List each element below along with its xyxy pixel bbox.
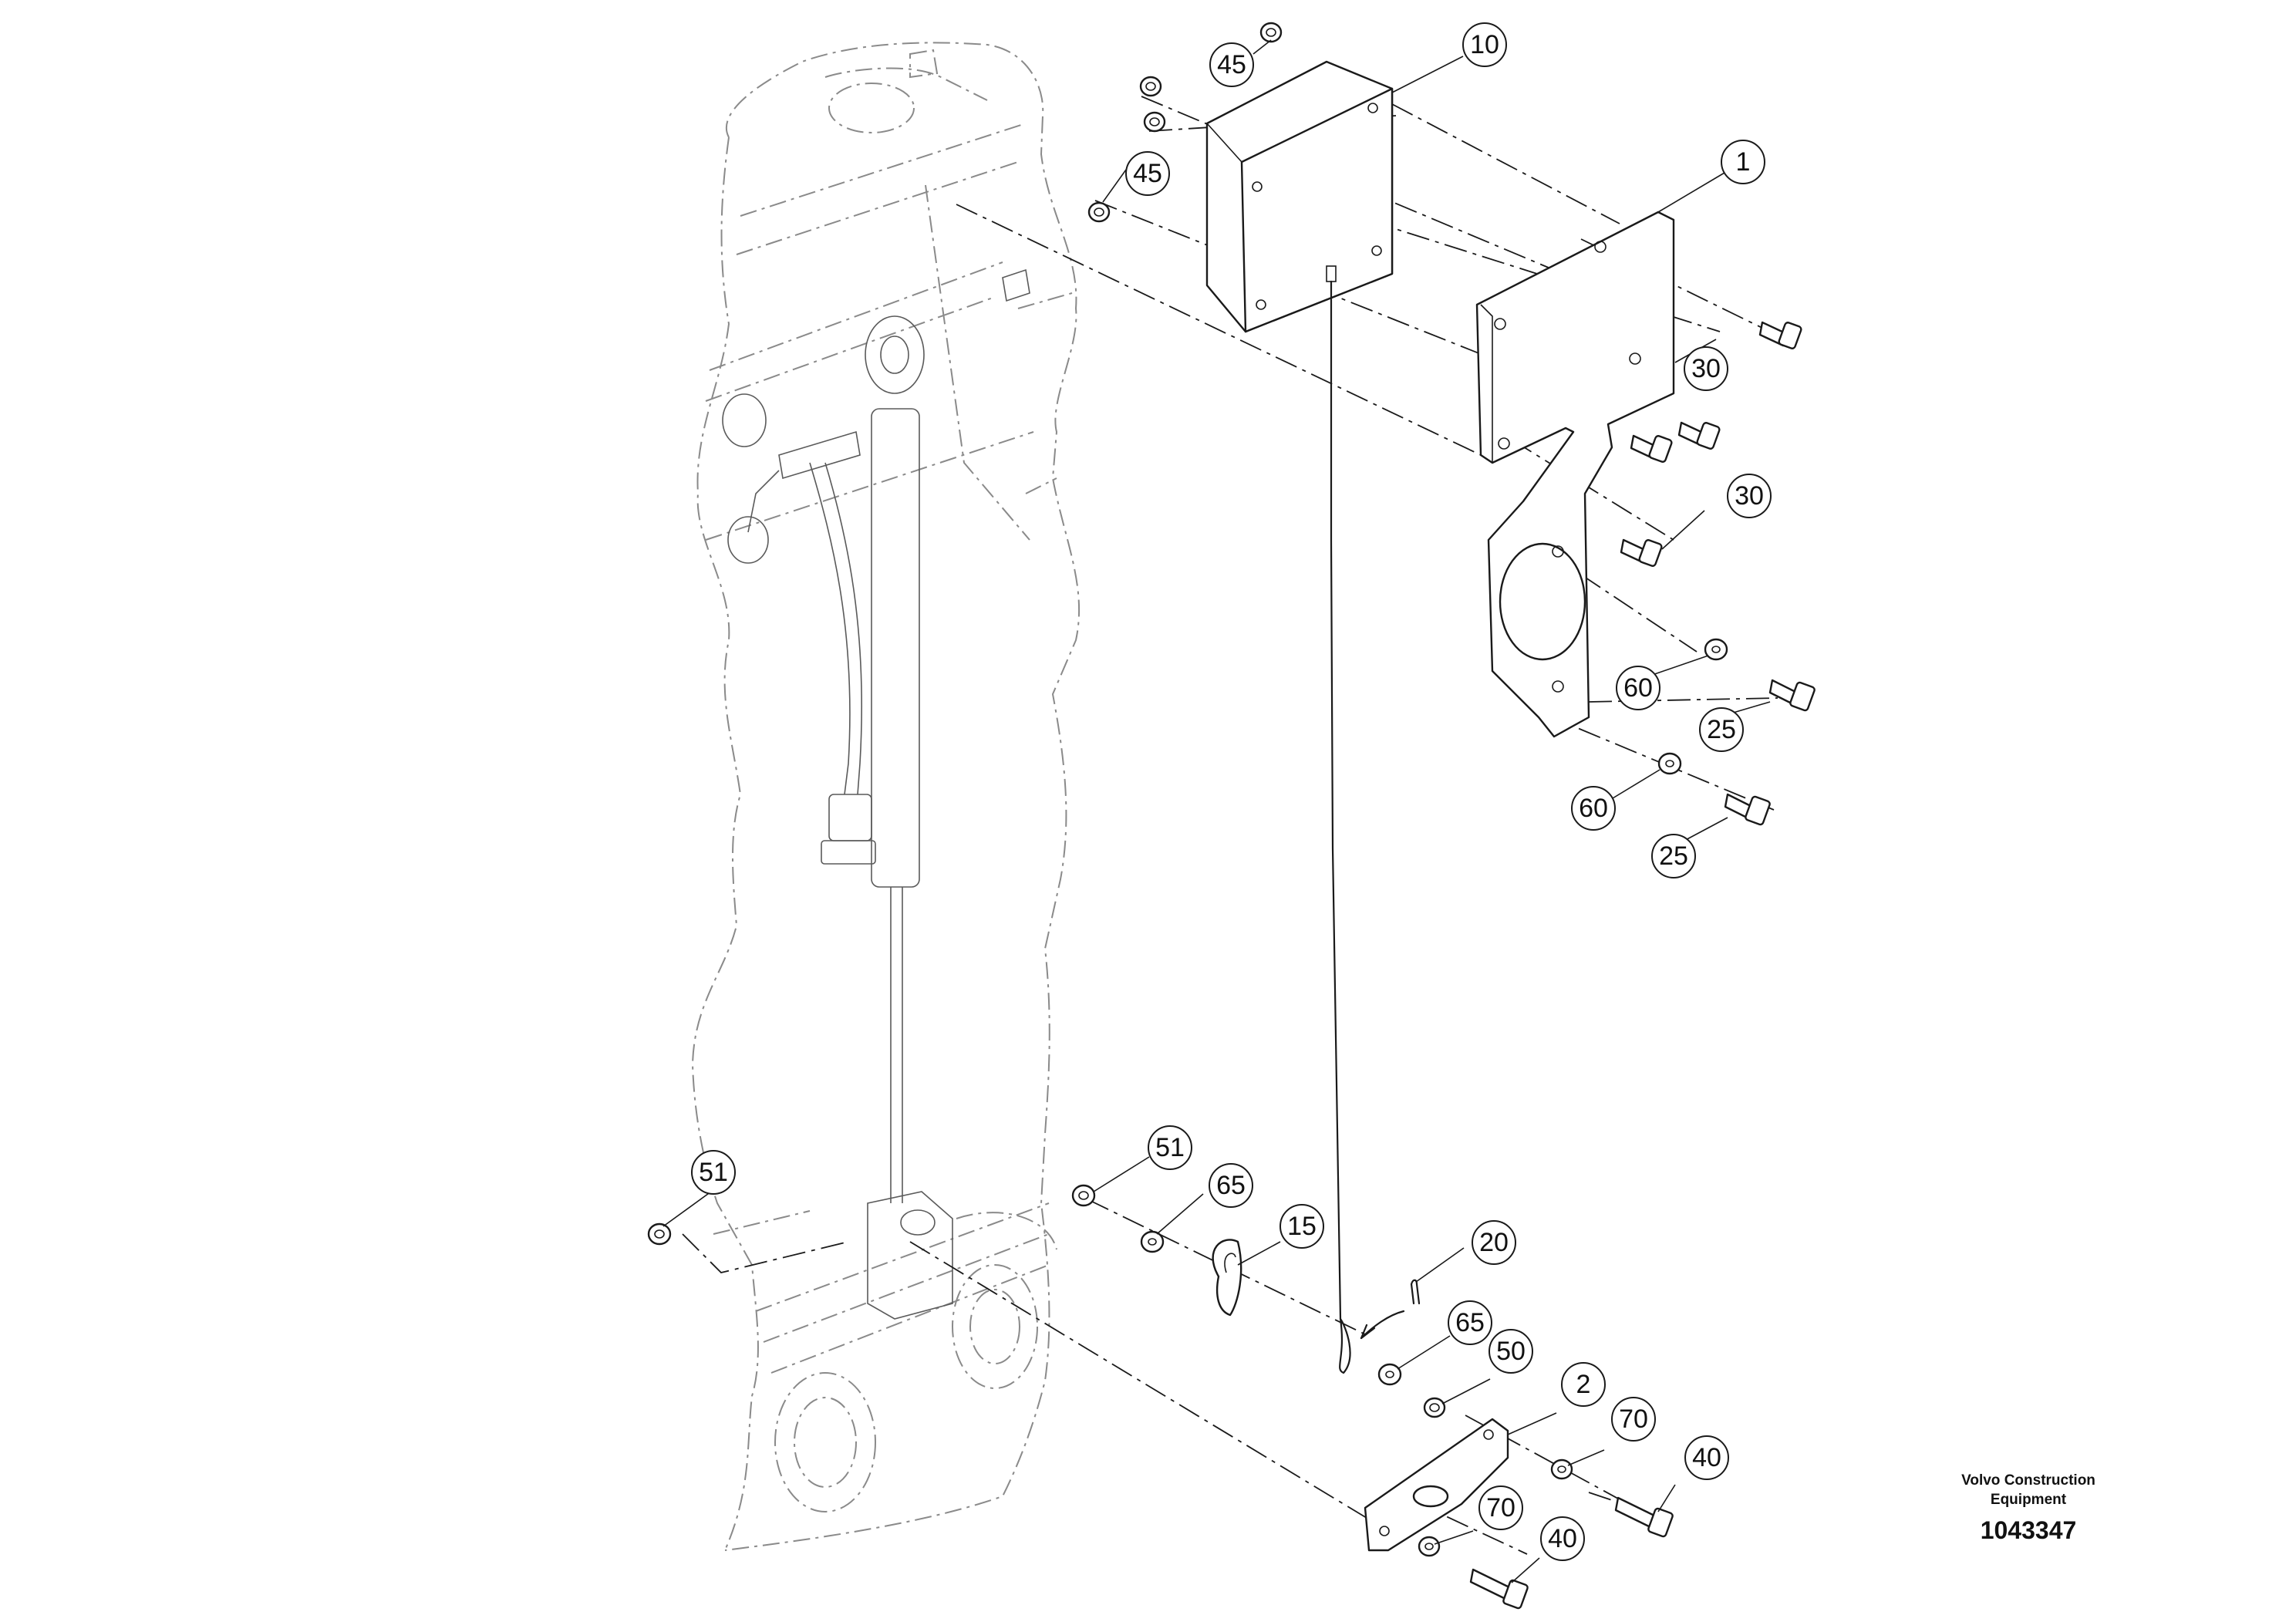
svg-text:2: 2: [1576, 1370, 1591, 1399]
svg-text:15: 15: [1287, 1212, 1317, 1241]
callout-51-left: 51: [691, 1150, 736, 1195]
svg-text:1: 1: [1736, 147, 1751, 177]
bolt-25-2: [1724, 793, 1771, 826]
machine-frame-phantom: [691, 42, 1081, 1551]
part-15-thimble: [1212, 1239, 1242, 1317]
svg-text:40: 40: [1692, 1443, 1721, 1472]
brand-line-2: Equipment: [1991, 1492, 2067, 1508]
nut-51-1: [647, 1222, 672, 1246]
callout-25-lower: 25: [1651, 834, 1696, 878]
svg-text:25: 25: [1659, 841, 1688, 871]
callout-60-lower: 60: [1571, 786, 1616, 831]
bolt-30-1: [1758, 321, 1802, 349]
nut-45-3: [1143, 111, 1166, 133]
svg-text:30: 30: [1735, 481, 1764, 511]
svg-text:65: 65: [1216, 1171, 1246, 1200]
washers-hardware: [1140, 638, 1728, 1557]
washer-65-1: [1140, 1230, 1165, 1253]
part-10-junction-box: [1205, 60, 1394, 333]
callout-1: 1: [1721, 140, 1765, 184]
bolt-30-4: [1620, 538, 1663, 567]
bolt-40-1: [1614, 1496, 1674, 1538]
spacer-50: [1423, 1397, 1446, 1418]
callout-51-right: 51: [1148, 1125, 1192, 1170]
washer-60-2: [1657, 752, 1682, 775]
part-2-clip-plate: [1364, 1418, 1509, 1552]
svg-text:20: 20: [1479, 1228, 1509, 1257]
document-number: 1043347: [1981, 1516, 2077, 1544]
bolts-hardware: [1469, 321, 1816, 1610]
svg-text:51: 51: [1155, 1133, 1185, 1162]
callout-20: 20: [1472, 1220, 1516, 1265]
svg-text:25: 25: [1707, 715, 1736, 744]
svg-text:51: 51: [699, 1158, 728, 1187]
svg-text:50: 50: [1496, 1337, 1526, 1366]
nuts-hardware: [647, 22, 1283, 1246]
callout-45-left: 45: [1125, 151, 1170, 196]
nut-51-2: [1071, 1184, 1096, 1207]
brand-line-1: Volvo Construction: [1961, 1472, 2095, 1489]
bolt-30-2: [1677, 421, 1721, 450]
svg-text:70: 70: [1619, 1404, 1648, 1434]
svg-text:10: 10: [1470, 30, 1499, 59]
washer-60-1: [1704, 638, 1728, 661]
callout-2: 2: [1561, 1362, 1606, 1407]
callout-10: 10: [1462, 22, 1507, 67]
cable-wire: [1330, 280, 1351, 1374]
svg-text:30: 30: [1691, 354, 1721, 383]
callout-40-lower: 40: [1540, 1516, 1585, 1561]
callout-25-upper: 25: [1699, 707, 1744, 752]
bolt-40-2: [1469, 1568, 1529, 1610]
callout-70-lower: 70: [1478, 1485, 1523, 1530]
callout-65-upper: 65: [1209, 1163, 1253, 1208]
callout-40-upper: 40: [1684, 1435, 1729, 1480]
document-stamp: Volvo Construction Equipment 1043347: [1961, 1472, 2095, 1544]
nut-45-1: [1259, 22, 1283, 43]
svg-text:60: 60: [1623, 673, 1653, 703]
svg-text:60: 60: [1579, 794, 1608, 823]
nut-45-4: [1087, 201, 1111, 223]
svg-text:70: 70: [1486, 1493, 1515, 1523]
callout-45-top: 45: [1209, 42, 1254, 87]
svg-text:45: 45: [1217, 50, 1246, 79]
callout-15: 15: [1279, 1204, 1324, 1249]
bolt-25-1: [1768, 679, 1816, 712]
bolt-30-3: [1630, 434, 1673, 463]
washer-65-2: [1377, 1363, 1402, 1386]
svg-text:45: 45: [1133, 159, 1162, 188]
washer-70-1: [1550, 1458, 1573, 1480]
nut-45-2: [1139, 76, 1162, 97]
part-20-split-pin: [1360, 1279, 1421, 1340]
svg-text:40: 40: [1548, 1524, 1577, 1553]
callout-70-upper: 70: [1611, 1397, 1656, 1442]
callout-50: 50: [1489, 1329, 1533, 1374]
callout-30-lower: 30: [1727, 474, 1772, 518]
washer-70-2: [1418, 1536, 1441, 1557]
svg-text:65: 65: [1455, 1308, 1485, 1337]
hydraulic-cylinder-phantom: [722, 268, 1030, 1320]
callout-60-upper: 60: [1616, 666, 1660, 710]
callout-30-upper: 30: [1684, 346, 1728, 391]
part-1-mounting-bracket: [1475, 211, 1675, 738]
callout-65-lower: 65: [1448, 1300, 1492, 1345]
